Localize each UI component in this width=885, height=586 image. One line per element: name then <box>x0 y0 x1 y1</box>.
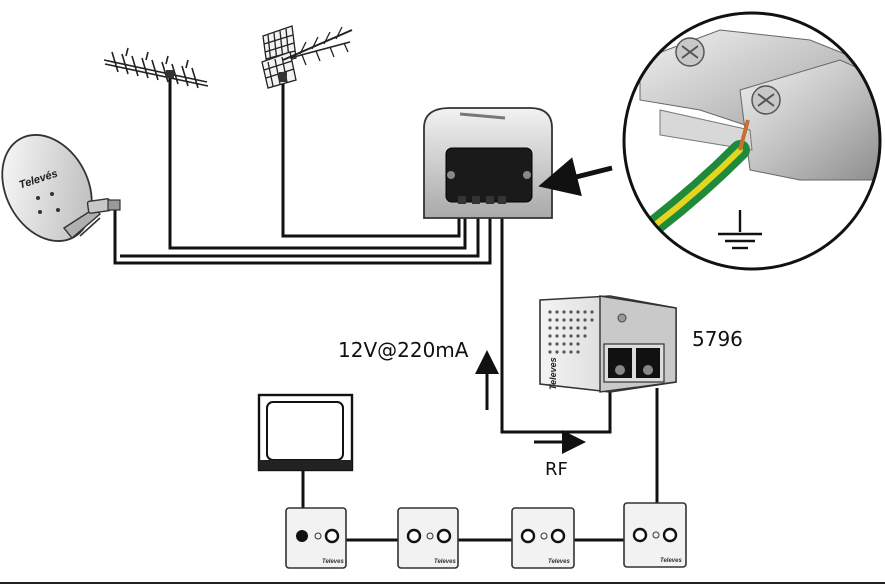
television-icon <box>257 393 354 472</box>
sat-cable <box>113 200 492 265</box>
downlead-cable <box>500 200 612 434</box>
wall-outlets: Televes Televes Televes Televes <box>285 502 687 569</box>
ground-callout-arrow <box>538 157 613 197</box>
power-supply-icon: Televes <box>539 295 677 393</box>
svg-text:Televes: Televes <box>548 559 570 565</box>
svg-text:Televes: Televes <box>660 558 682 564</box>
model-number-label: 5796 <box>692 327 743 351</box>
uhf-grid-antenna-icon <box>261 25 353 89</box>
wall-outlet-icon: Televes <box>285 507 347 569</box>
rf-label: RF <box>545 459 568 480</box>
yagi-cable <box>168 75 467 250</box>
ground-connection-icon <box>622 11 882 271</box>
multiswitch-amplifier-icon <box>423 107 553 219</box>
satellite-dish-icon: Televés <box>1 134 121 242</box>
wall-outlet-icon: Televes <box>623 502 687 568</box>
earth-ground-icon <box>718 210 762 250</box>
wall-outlet-icon: Televes <box>511 507 575 569</box>
svg-text:Televes: Televes <box>434 559 456 565</box>
yagi-antenna-icon <box>103 47 209 89</box>
wall-outlet-icon: Televes <box>397 507 459 569</box>
svg-text:Televes: Televes <box>322 559 344 565</box>
power-spec-label: 12V@220mA <box>338 338 469 362</box>
psu-brand-logo: Televes <box>548 357 558 390</box>
